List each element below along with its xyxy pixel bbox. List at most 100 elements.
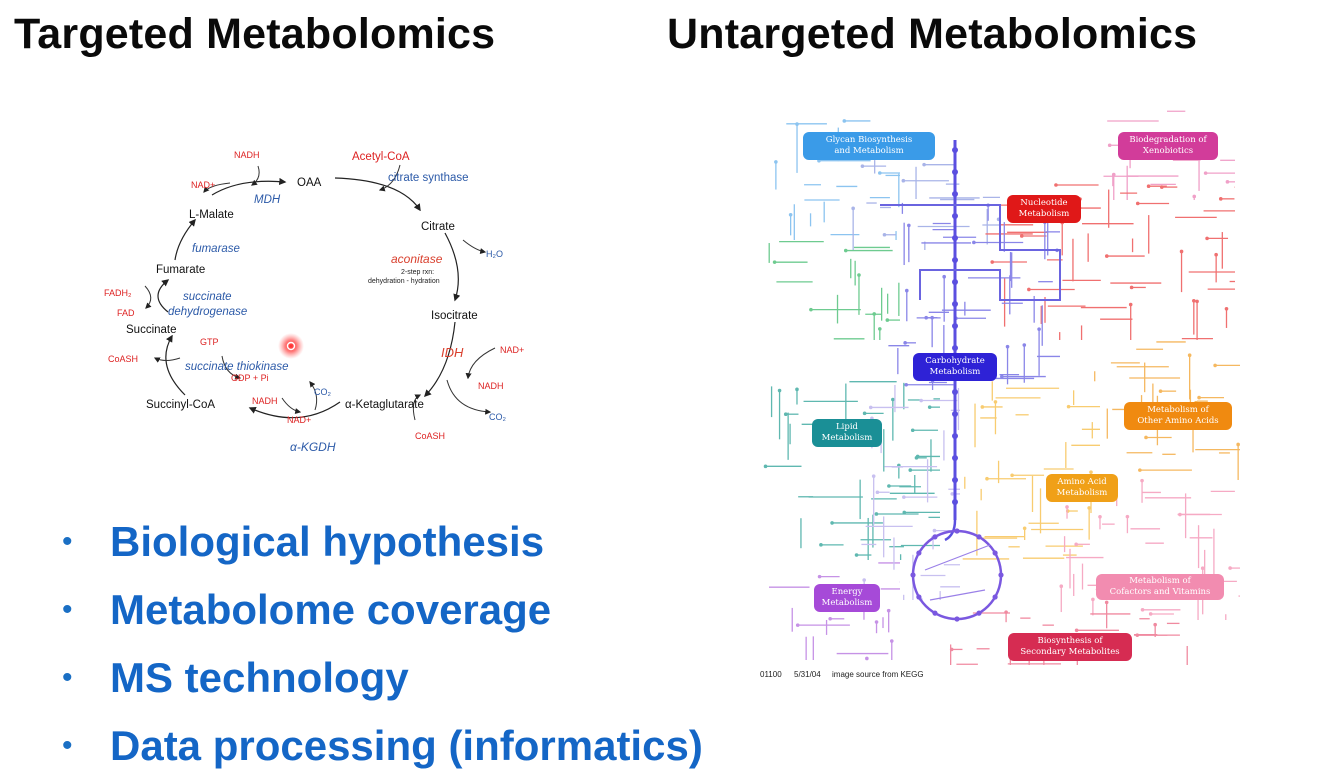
pathway-node — [972, 240, 976, 245]
pathway-node — [1148, 612, 1153, 616]
cursor-highlight — [278, 333, 304, 359]
pathway-node — [949, 647, 954, 652]
pathway-node — [954, 528, 960, 534]
pathway-node — [871, 474, 876, 478]
pathway-node — [1107, 143, 1112, 148]
ketoglutarate-label: α-Ketaglutarate — [345, 399, 424, 411]
pathway-node — [919, 398, 923, 403]
pathway-node — [860, 164, 865, 168]
module-label-text: Carbohydrate — [925, 356, 985, 366]
pathway-node — [777, 388, 782, 393]
module-label-box — [1007, 195, 1081, 223]
pathway-node — [952, 169, 958, 175]
bullet-item: • Metabolome coverage — [62, 576, 703, 644]
pathway-node — [783, 412, 788, 416]
pathway-node — [932, 534, 938, 540]
module-label-box — [1046, 474, 1118, 502]
pathway-node — [902, 495, 906, 499]
pathway-node — [865, 656, 869, 661]
pathway-node — [874, 620, 879, 624]
untargeted-title: Untargeted Metabolomics — [667, 10, 1198, 58]
bullet-item: •Data processing (informatics) — [62, 712, 703, 780]
pathway-node — [1087, 506, 1091, 510]
pathway-node — [1059, 584, 1064, 588]
targeted-title: Targeted Metabolomics — [14, 10, 496, 58]
pathway-edge — [929, 589, 986, 601]
pathway-node — [1111, 172, 1116, 177]
pathway-node — [795, 387, 799, 392]
pathway-node — [952, 213, 958, 219]
pathway-node — [763, 464, 768, 469]
pathway-node — [1203, 171, 1208, 175]
pathway-node — [891, 397, 895, 402]
module-label-text: Metabolism of — [1129, 576, 1191, 586]
module-label-text: Metabolism of — [1147, 405, 1209, 415]
pathway-node — [952, 147, 958, 153]
bullet-item: •MS technology — [62, 644, 703, 712]
module-label-box — [1118, 132, 1218, 160]
kgdh-co2-label: CO₂ — [314, 387, 332, 397]
pathway-node — [862, 578, 866, 582]
succinyl-coa-label: Succinyl-CoA — [146, 399, 215, 411]
pathway-node — [1178, 512, 1182, 517]
pathway-node — [1128, 302, 1133, 307]
module-label-text: Secondary Metabolites — [1020, 647, 1119, 657]
citrate-label: Citrate — [421, 221, 455, 233]
pathway-node — [916, 550, 922, 556]
pathway-node — [1213, 363, 1217, 368]
pathway-node — [772, 260, 777, 264]
pathway-node — [1205, 236, 1209, 241]
pathway-node — [927, 405, 932, 409]
pathway-node — [1146, 184, 1151, 188]
pathway-node — [1065, 505, 1069, 509]
pathway-node — [828, 616, 832, 621]
pathway-node — [1158, 389, 1163, 393]
pathway-node — [993, 400, 998, 404]
pathway-node — [1225, 180, 1230, 184]
pathway-node — [862, 411, 867, 416]
fadh2-label: FADH₂ — [104, 288, 132, 298]
module-label-box — [803, 132, 935, 160]
pathway-node — [1104, 254, 1109, 258]
succinate-thiokinase-label: succinate thiokinase — [185, 361, 289, 373]
fad-label: FAD — [117, 308, 135, 318]
module-label-text: Nucleotide — [1020, 198, 1067, 208]
pathway-node — [980, 405, 985, 409]
pathway-node — [1027, 287, 1031, 292]
pathway-node — [1218, 197, 1223, 201]
pathway-node — [1214, 252, 1218, 257]
pathway-node — [998, 572, 1004, 578]
pathway-node — [1140, 478, 1144, 483]
pathway-node — [952, 257, 958, 263]
module-label-text: Metabolism — [1019, 209, 1070, 219]
succinate-label: Succinate — [126, 324, 177, 336]
bullet-text: Metabolome coverage — [110, 586, 552, 633]
pathway-node — [854, 553, 859, 557]
module-label-text: Metabolism — [822, 433, 873, 443]
mdh-nad-label: NAD+ — [191, 180, 215, 190]
pathway-node — [878, 171, 882, 175]
l-malate-label: L-Malate — [189, 209, 234, 221]
pathway-trunk — [944, 519, 957, 542]
pathway-node — [904, 382, 909, 387]
aconitase-label: aconitase — [391, 252, 443, 266]
pathway-node — [952, 279, 958, 285]
bullet-dot: • — [62, 593, 73, 626]
pathway-edge — [880, 204, 1061, 301]
bullet-dot: • — [62, 661, 73, 694]
pathway-node — [924, 315, 929, 320]
pathway-node — [1195, 299, 1199, 304]
pathway-node — [908, 468, 913, 472]
pathway-node — [1224, 306, 1229, 311]
pathway-node — [952, 411, 958, 417]
pathway-node — [882, 232, 887, 237]
module-label-box — [812, 419, 882, 447]
pathway-node — [1187, 353, 1192, 358]
